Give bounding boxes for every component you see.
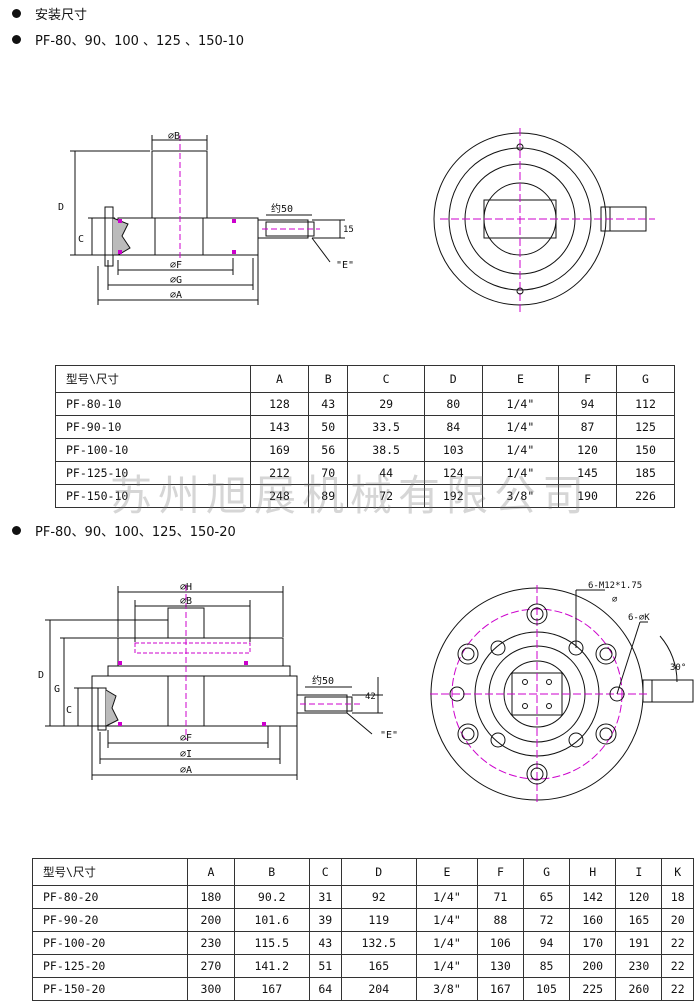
dim-label-length: 约50 — [271, 202, 293, 215]
table-header-row: 型号\尺寸 A B C D E F G — [55, 365, 675, 393]
bullet-icon — [12, 526, 21, 535]
dim-label-b: ⌀B — [168, 131, 180, 142]
table-row: PF-125-20 270 141.2 51 165 1/4" 130 85 2… — [31, 954, 694, 978]
bolt-spec-label: 6-M12*1.75 — [588, 581, 642, 591]
dim-label-d: D — [58, 202, 64, 213]
dim-label-i: ⌀I — [180, 749, 192, 760]
table-row: PF-90-10 143 50 33.5 84 1/4" 87 125 — [55, 415, 675, 439]
spec-table-10: 型号\尺寸 A B C D E F G PF-80-10 128 43 29 8… — [55, 365, 675, 508]
top-view-10 — [433, 128, 655, 312]
dim-label-d: D — [38, 670, 44, 681]
table-row: PF-100-10 169 56 38.5 103 1/4" 120 150 — [55, 438, 675, 462]
dim-label-g: ⌀G — [170, 275, 182, 286]
dim-label-a: ⌀A — [170, 290, 182, 301]
dim-label-a: ⌀A — [180, 765, 192, 776]
table-row: PF-150-20 300 167 64 204 3/8" 167 105 22… — [31, 977, 694, 1001]
section2-subtitle: PF-80、90、100、125、150-20 — [12, 521, 236, 540]
dim-label-g: G — [54, 684, 60, 695]
dim-label-height: 15 — [343, 225, 354, 235]
table-header-row: 型号\尺寸 A B C D E F G H I K — [31, 858, 694, 886]
phi-label: ⌀ — [612, 595, 618, 605]
drawing-pf-10: ⌀B D C ⌀F ⌀G ⌀A 约50 15 "E" — [58, 128, 655, 312]
angle-label: 30° — [670, 663, 686, 673]
spec-table-20: 型号\尺寸 A B C D E F G H I K PF-80-20 180 9… — [31, 858, 694, 1001]
bullet-icon — [12, 9, 21, 18]
dim-label-height: 42 — [365, 692, 376, 702]
dim-label-f: ⌀F — [170, 260, 182, 271]
dim-label-c: C — [78, 234, 84, 245]
bullet-icon — [12, 35, 21, 44]
dim-label-e: "E" — [336, 260, 354, 271]
drawing-pf-20: ⌀H ⌀B D G C ⌀F ⌀I ⌀A 约50 42 "E" 6-M12*1.… — [38, 581, 694, 805]
top-view-20 — [430, 585, 694, 805]
dim-label-b: ⌀B — [180, 596, 192, 607]
section1-subtitle: PF-80、90、100 、125 、150-10 — [12, 30, 244, 49]
table-row: PF-100-20 230 115.5 43 132.5 1/4" 106 94… — [31, 931, 694, 955]
table-row: PF-80-10 128 43 29 80 1/4" 94 112 — [55, 392, 675, 416]
table-row: PF-90-20 200 101.6 39 119 1/4" 88 72 160… — [31, 908, 694, 932]
table-row: PF-125-10 212 70 44 124 1/4" 145 185 — [55, 461, 675, 485]
dim-label-f: ⌀F — [180, 733, 192, 744]
hole-spec-label: 6-⌀K — [628, 613, 650, 623]
dim-label-e: "E" — [380, 730, 398, 741]
table-row: PF-80-20 180 90.2 31 92 1/4" 71 65 142 1… — [31, 885, 694, 909]
table-row: PF-150-10 248 89 72 192 3/8" 190 226 — [55, 484, 675, 508]
dim-label-c: C — [66, 705, 72, 716]
side-view-10 — [70, 135, 345, 305]
side-view-20 — [45, 585, 383, 780]
dim-label-h: ⌀H — [180, 582, 192, 593]
dim-label-length: 约50 — [312, 674, 334, 687]
section1-title: 安装尺寸 — [12, 4, 87, 23]
